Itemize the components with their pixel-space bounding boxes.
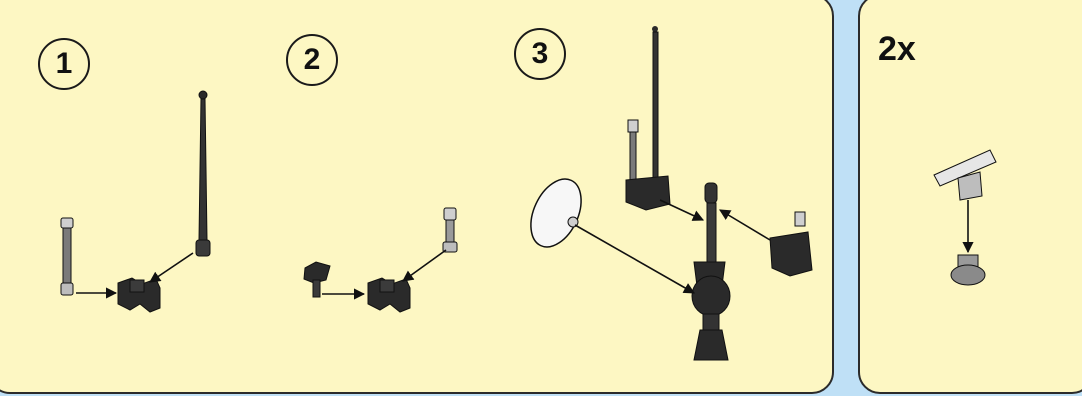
step3-antenna-pair-icon xyxy=(625,26,671,211)
step3-mast-icon xyxy=(691,182,731,361)
step1-long-antenna-icon xyxy=(195,90,211,257)
step3-right-clamp-icon xyxy=(769,211,813,277)
step2-clamp-icon xyxy=(367,277,411,313)
step3-arrow-left xyxy=(659,199,705,221)
step-1-number: 1 xyxy=(38,38,90,90)
step2-short-antenna-icon xyxy=(442,207,458,253)
step1-short-antenna-icon xyxy=(60,217,74,296)
step-3-number: 3 xyxy=(514,28,566,80)
step2-small-part-icon xyxy=(303,261,331,298)
step-2-number: 2 xyxy=(286,34,338,86)
step2-arrow-b xyxy=(402,249,447,282)
step3-dish-icon xyxy=(530,178,582,248)
side-base-knob-icon xyxy=(950,254,986,286)
side-mount-clip-icon xyxy=(933,149,997,201)
step1-clamp-icon xyxy=(117,277,161,313)
step3-arrow-right xyxy=(719,209,771,241)
quantity-multiplier: 2x xyxy=(878,30,916,68)
step3-arrow-dish xyxy=(574,224,695,294)
step1-arrow-b xyxy=(149,252,194,283)
instruction-panel-main xyxy=(0,0,834,394)
